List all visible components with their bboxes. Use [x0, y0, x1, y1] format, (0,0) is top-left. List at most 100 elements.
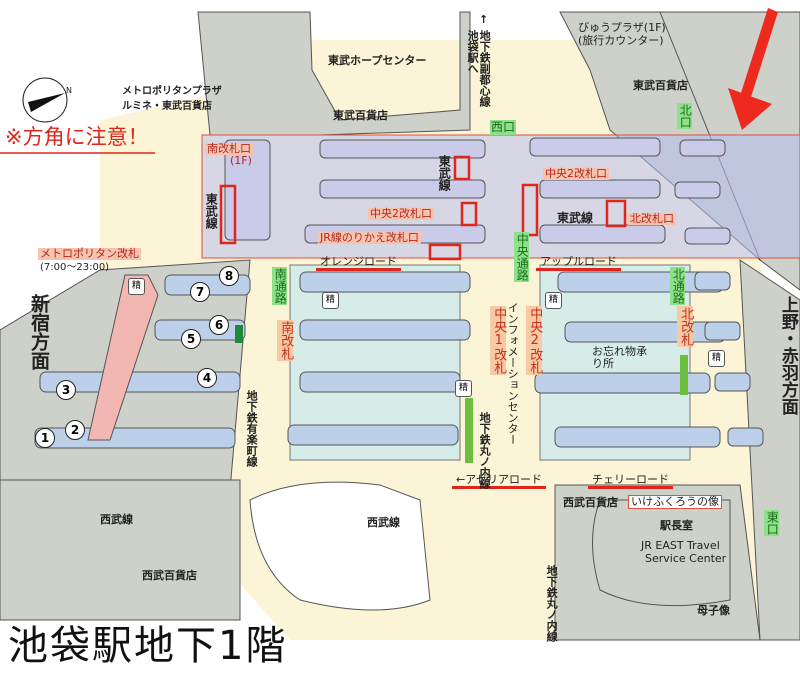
view-plaza-sub-label: (旅行カウンター) [578, 34, 664, 47]
ueno-akabane-direction: 上野・赤羽方面 [777, 296, 798, 415]
page-title: 池袋駅地下1階 [8, 623, 288, 669]
tobu-hope-center-label: 東武ホープセンター [328, 54, 427, 67]
tobu-platform [319, 179, 486, 199]
fare-adjustment-icon: 精 [545, 292, 562, 309]
view-plaza-label: びゅうプラザ(1F) [578, 21, 666, 34]
north-passage: 北通路 [670, 267, 686, 305]
seibu-line-label: 西武線 [367, 516, 400, 529]
jr-platform [727, 427, 764, 447]
platform-number: 2 [65, 420, 85, 440]
south-gate-1f-floor: (1F) [230, 154, 252, 167]
tobu-line-label: 東武線 [437, 155, 452, 191]
central2-gate-tobu[interactable]: 中央2改札口 [543, 167, 609, 181]
jr-platform [39, 371, 241, 393]
jr-platform [704, 321, 741, 341]
gate-box [428, 243, 462, 261]
platform-number: 7 [190, 282, 210, 302]
fare-adjustment-icon: 精 [322, 292, 339, 309]
jr-platform [694, 271, 731, 291]
tobu-dept-label: 東武百貨店 [633, 79, 688, 92]
jr-platform [554, 426, 721, 448]
jr-platform [299, 271, 471, 293]
building-east-right [739, 259, 800, 641]
gate-box [453, 155, 471, 181]
central1-gate[interactable]: 中央1改札 [490, 306, 507, 375]
gate-box [219, 184, 237, 245]
tobu-platform [539, 224, 666, 244]
platform-number: 3 [56, 380, 76, 400]
tobu-platform [684, 227, 731, 245]
gate-box [605, 199, 627, 228]
metropolitan-gate-hours: (7:00〜23:00) [40, 262, 110, 273]
north-gate[interactable]: 北改札 [677, 306, 694, 347]
information-center-label: インフォメーションセンター [506, 302, 520, 445]
jr-east-travel-label: JR EAST Travel [641, 539, 720, 552]
seibu-dept-label: 西武百貨店 [563, 496, 618, 509]
tobu-platform [539, 179, 661, 199]
station-master-label: 駅長室 [660, 519, 693, 532]
jr-platform [299, 319, 471, 341]
jr-platform [714, 372, 751, 392]
lumine-tobu-label: ルミネ・東武百貨店 [122, 101, 212, 112]
direction-warning: ※方角に注意！ [5, 125, 149, 149]
yurakucho-line-label: 地下鉄有楽町線 [245, 390, 259, 467]
exit-marker [680, 355, 688, 395]
tobu-line-label: 東武線 [557, 211, 594, 225]
south-gate-1f[interactable]: 南改札口 [205, 142, 253, 156]
jr-platform [534, 372, 711, 394]
orange-road: オレンジロード [316, 255, 401, 272]
compass-north-icon: N [22, 77, 72, 123]
jr-platform [564, 321, 726, 343]
metropolitan-gate[interactable]: メトロポリタン改札 [38, 247, 141, 261]
central-passage: 中央通路 [514, 232, 530, 282]
platform-number: 5 [181, 329, 201, 349]
building-seibu-dept [0, 479, 241, 621]
tobu-dept-label: 東武百貨店 [333, 109, 388, 122]
platform-number: 6 [209, 315, 229, 335]
tobu-line-label: 東武線 [204, 193, 219, 229]
jr-transfer-gate[interactable]: JR線のりかえ改札口 [318, 231, 421, 245]
boshizo-label: 母子像 [697, 604, 730, 617]
cherry-road: チェリーロード [588, 473, 673, 490]
jr-travel-area [592, 499, 731, 607]
seibu-dept-label: 西武百貨店 [142, 569, 197, 582]
metropolitan-bridge [87, 274, 159, 441]
north-gate-tobu[interactable]: 北改札口 [628, 212, 676, 226]
lost-found-label: お忘れ物承り所 [592, 345, 647, 371]
south-passage: 南通路 [272, 267, 288, 305]
south-gate[interactable]: 南改札 [277, 320, 294, 361]
fare-adjustment-icon: 精 [455, 380, 472, 397]
gate-box [521, 183, 539, 237]
up-arrow-icon: ↑ [479, 13, 489, 26]
tobu-platform [679, 139, 726, 157]
exit-marker [235, 325, 243, 343]
fare-adjustment-icon: 精 [708, 350, 725, 367]
platform-number: 4 [197, 368, 217, 388]
marunouchi-line-label: 地下鉄丸ノ内線 [478, 412, 492, 489]
north-exit[interactable]: 北口 [677, 103, 693, 129]
tobu-platform [674, 181, 721, 199]
azalea-road: ←アゼリアロード [452, 473, 546, 490]
seibu-line-label: 西武線 [100, 513, 133, 526]
ikefukurou-statue-label: いけふくろうの像 [628, 495, 722, 510]
apple-road: アップルロード [536, 255, 621, 272]
west-exit[interactable]: 西口 [490, 120, 517, 136]
central2-gate-tobu[interactable]: 中央2改札口 [368, 207, 434, 221]
jr-platform [287, 424, 459, 446]
platform-number: 1 [35, 428, 55, 448]
east-exit[interactable]: 東口 [764, 510, 780, 536]
fare-adjustment-icon: 精 [128, 278, 145, 295]
marunouchi-line-label: 地下鉄丸ノ内線 [545, 565, 559, 642]
jr-platform [299, 371, 461, 393]
tobu-platform [529, 137, 661, 157]
fukutoshin-line-label: 地下鉄副都心線 [478, 30, 492, 107]
platform-number: 8 [219, 266, 239, 286]
svg-text:N: N [66, 86, 72, 95]
direction-arrow [728, 8, 778, 130]
gate-box [460, 201, 478, 227]
jr-east-travel-label-2: Service Center [645, 552, 727, 565]
to-ikebukuro-label: 池袋駅へ [466, 30, 480, 74]
central2-gate[interactable]: 中央2改札 [526, 306, 543, 375]
